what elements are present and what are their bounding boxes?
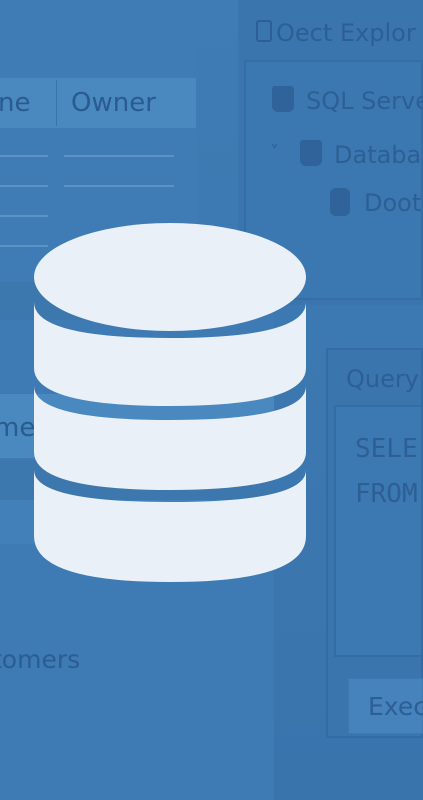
chevron-down-icon[interactable]: ˅ bbox=[270, 142, 279, 163]
query-window-title: Query bbox=[346, 365, 419, 393]
object-explorer-titlebar bbox=[238, 10, 423, 56]
execute-button[interactable] bbox=[348, 678, 423, 734]
grid-cell-line bbox=[0, 215, 48, 217]
execute-button-label[interactable]: Exec bbox=[368, 692, 423, 721]
tree-item-database[interactable]: Doot bbox=[364, 189, 422, 217]
grid-cell-line bbox=[0, 245, 48, 247]
grid-cell-line bbox=[0, 185, 48, 187]
database-icon bbox=[330, 188, 350, 216]
server-icon bbox=[272, 86, 294, 112]
explorer-window-icon bbox=[256, 20, 272, 42]
sql-line[interactable]: FROM bbox=[355, 479, 418, 509]
sql-line[interactable]: SELE bbox=[355, 434, 418, 464]
grid-cell-line bbox=[0, 155, 48, 157]
object-explorer-title: Oect Explor bbox=[276, 19, 416, 47]
column-divider[interactable] bbox=[56, 80, 57, 126]
tree-item-databases[interactable]: Databa bbox=[334, 141, 422, 169]
database-folder-icon bbox=[300, 140, 322, 166]
column-header-name[interactable]: ne bbox=[0, 88, 31, 118]
database-icon bbox=[34, 223, 306, 582]
grid-header bbox=[0, 78, 196, 128]
tree-item-sql-server[interactable]: SQL Serve bbox=[306, 87, 423, 115]
grid-cell-line bbox=[64, 155, 174, 157]
column-header-owner[interactable]: Owner bbox=[71, 88, 156, 118]
grid-cell-line bbox=[64, 185, 174, 187]
column-header-name-secondary[interactable]: me bbox=[0, 413, 36, 443]
query-editor[interactable] bbox=[334, 405, 423, 657]
table-cell-customers[interactable]: tomers bbox=[0, 645, 81, 674]
